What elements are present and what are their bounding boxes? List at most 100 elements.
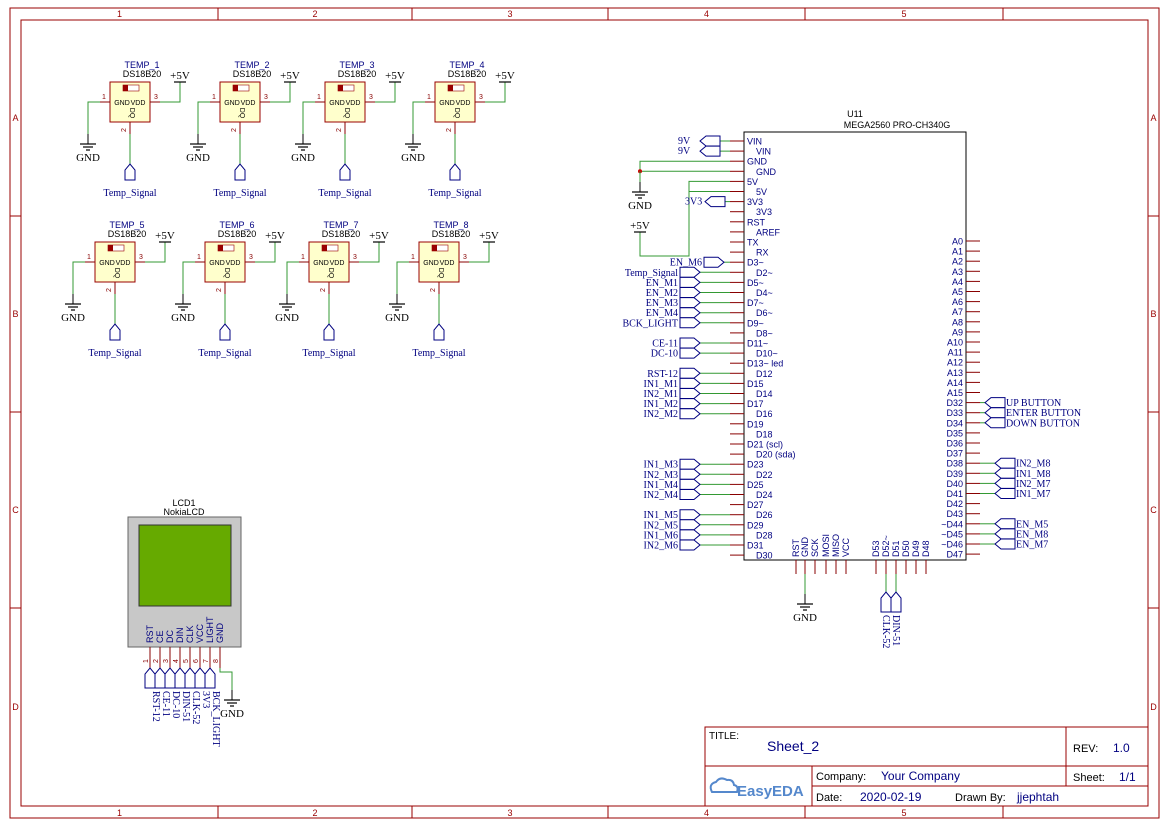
net-label: UP BUTTON bbox=[1006, 398, 1061, 409]
sensor-package-mark bbox=[218, 245, 223, 251]
lcd-pin-name: CLK bbox=[185, 625, 195, 643]
net-port bbox=[679, 276, 701, 288]
sensor-pin-name: GND bbox=[329, 100, 345, 107]
net-port bbox=[184, 667, 196, 689]
ground-label: GND bbox=[186, 152, 210, 164]
ground-symbol: GND bbox=[291, 134, 315, 164]
net-port bbox=[679, 539, 701, 551]
ground-label: GND bbox=[401, 152, 425, 164]
net-label: 9V bbox=[678, 136, 691, 147]
power-label: +5V bbox=[495, 70, 515, 82]
mcu-ref: U11 bbox=[847, 109, 863, 119]
power-symbol: +5V bbox=[495, 70, 515, 83]
sensor-ref: TEMP_3 bbox=[339, 60, 374, 70]
mcu-pin-name: D47 bbox=[946, 550, 963, 560]
mcu-pin-name: SCK bbox=[810, 538, 820, 557]
net-port bbox=[679, 337, 701, 349]
sensor-ref: TEMP_4 bbox=[449, 60, 484, 70]
net-label: Temp_Signal bbox=[625, 268, 678, 279]
frame-row-label: A bbox=[12, 113, 18, 123]
sensor-pin-name: GND bbox=[99, 260, 115, 267]
mcu-pin-name: D14 bbox=[756, 389, 773, 399]
frame-row-label: C bbox=[12, 505, 19, 515]
net-label: EN_M8 bbox=[1016, 529, 1048, 540]
mcu-pin-name: D12 bbox=[756, 369, 773, 379]
mcu-pin-name: D43 bbox=[946, 509, 963, 519]
net-port bbox=[994, 457, 1016, 469]
mcu-pin-name: A2 bbox=[952, 257, 963, 267]
power-label: +5V bbox=[630, 220, 650, 232]
sensor-package-mark bbox=[123, 85, 128, 91]
net-label: IN1_M5 bbox=[644, 510, 678, 521]
net-port bbox=[164, 667, 176, 689]
frame-column-label: 3 bbox=[507, 9, 512, 19]
pin-number: 1 bbox=[301, 254, 305, 261]
sensor-part: DS18B20 bbox=[448, 69, 487, 79]
lcd-net-label: DC-10 bbox=[170, 691, 181, 718]
net-port bbox=[699, 145, 721, 157]
wire bbox=[396, 261, 409, 294]
wire bbox=[72, 261, 85, 294]
ground-label: GND bbox=[793, 612, 817, 624]
rev-value: 1.0 bbox=[1113, 741, 1130, 755]
wire bbox=[639, 191, 690, 257]
mcu-pin-name: D16 bbox=[756, 409, 773, 419]
sensor-pin-name: DQ bbox=[128, 108, 135, 119]
wire bbox=[160, 82, 181, 103]
mcu-pin-name: D51 bbox=[891, 540, 901, 557]
mcu-pin-name: VCC bbox=[841, 537, 851, 557]
mcu-pin-name: 3V3 bbox=[747, 197, 763, 207]
wire bbox=[469, 242, 490, 263]
frame-column-label: 1 bbox=[117, 808, 122, 818]
pin-number: 1 bbox=[102, 94, 106, 101]
mcu-pin-name: RST bbox=[791, 538, 801, 557]
wire bbox=[182, 261, 195, 294]
net-label: Temp_Signal bbox=[412, 348, 465, 359]
net-port bbox=[679, 519, 701, 531]
sensor-pin-name: DQ bbox=[327, 268, 334, 279]
pin-number: 3 bbox=[369, 94, 373, 101]
mcu-part: MEGA2560 PRO-CH340G bbox=[844, 120, 951, 130]
mcu-pin-name: D34 bbox=[946, 418, 963, 428]
mcu-pin-name: D2~ bbox=[756, 268, 773, 278]
frame-column-label: 2 bbox=[312, 808, 317, 818]
ground-label: GND bbox=[61, 312, 85, 324]
rev-label: REV: bbox=[1073, 743, 1098, 755]
net-port bbox=[679, 377, 701, 389]
mcu-pin-name: 5V bbox=[756, 187, 767, 197]
pin-number: 3 bbox=[479, 94, 483, 101]
net-port bbox=[679, 367, 701, 379]
sensor-pin-name: VDD bbox=[346, 100, 361, 107]
sensor-pin-name: VDD bbox=[330, 260, 345, 267]
nokia-lcd: LCD1NokiaLCDRST1CE2DC3DIN4CLK5VCC6LIGHT7… bbox=[127, 498, 244, 747]
pin-number: 7 bbox=[203, 659, 210, 663]
net-port bbox=[994, 518, 1016, 530]
pin-number: 3 bbox=[154, 94, 158, 101]
sensor-package-mark bbox=[233, 85, 238, 91]
sensor-pin-name: GND bbox=[439, 100, 455, 107]
mcu-pin-name: D52~ bbox=[881, 535, 891, 557]
net-label: CE-11 bbox=[652, 339, 678, 350]
frame-column-label: 4 bbox=[704, 808, 709, 818]
frame-row-label: C bbox=[1150, 505, 1157, 515]
net-port bbox=[679, 408, 701, 420]
pin-number: 2 bbox=[430, 288, 437, 292]
power-label: +5V bbox=[280, 70, 300, 82]
net-label: Temp_Signal bbox=[302, 348, 355, 359]
net-label: IN1_M8 bbox=[1016, 469, 1050, 480]
net-label: IN2_M8 bbox=[1016, 459, 1050, 470]
sensor-package-mark bbox=[338, 85, 343, 91]
mcu-pin-name: VIN bbox=[756, 147, 771, 157]
net-port bbox=[204, 667, 216, 689]
lcd-screen bbox=[138, 524, 232, 607]
ground-symbol: GND bbox=[275, 294, 299, 324]
mcu-pin-name: A6 bbox=[952, 297, 963, 307]
net-label: EN_M7 bbox=[1016, 540, 1048, 551]
net-label: IN2_M7 bbox=[1016, 479, 1050, 490]
mcu-pin-name: D21 (scl) bbox=[747, 440, 783, 450]
net-port bbox=[234, 163, 246, 181]
